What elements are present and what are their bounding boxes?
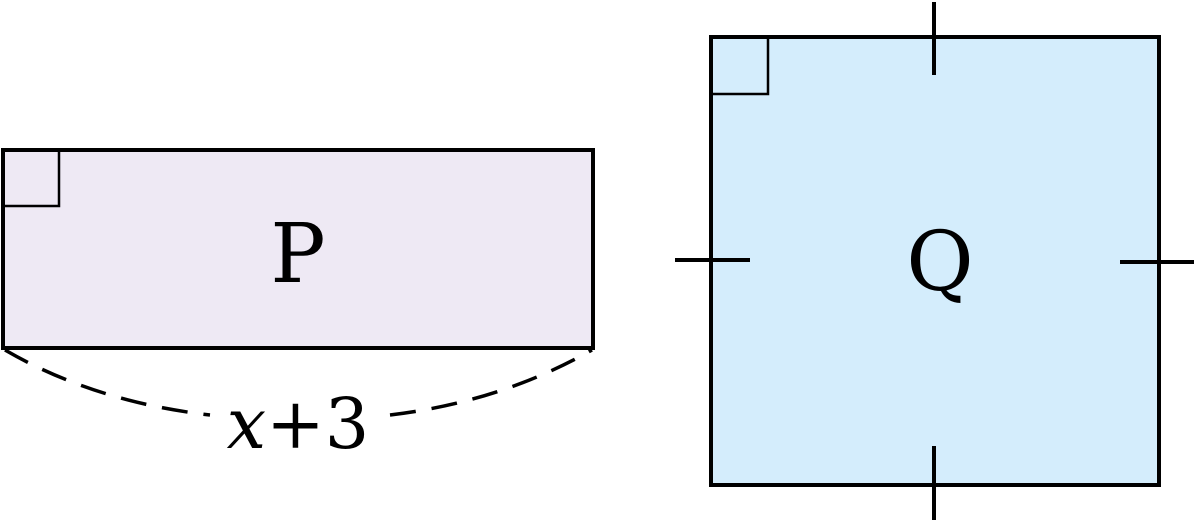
rectangle-p-bottom-dimension: x+3: [4, 348, 593, 465]
square-q-label: Q: [906, 215, 973, 310]
dimension-operator: +: [266, 383, 325, 465]
dimension-arc-left: [4, 348, 211, 417]
square-q-body: [709, 35, 1161, 487]
square-q-right-angle-marker: [711, 37, 770, 96]
rectangle-p-body: [1, 148, 595, 350]
rectangle-p-right-angle-marker: [3, 150, 61, 208]
rectangle-p: P: [1, 148, 595, 350]
dimension-label: x+3: [227, 383, 370, 465]
rectangle-p-label: P: [270, 207, 325, 302]
square-q: Q: [675, 2, 1194, 520]
dimension-variable: x: [227, 383, 266, 465]
dimension-arc-right: [389, 348, 593, 417]
dimension-constant: 3: [325, 383, 370, 465]
